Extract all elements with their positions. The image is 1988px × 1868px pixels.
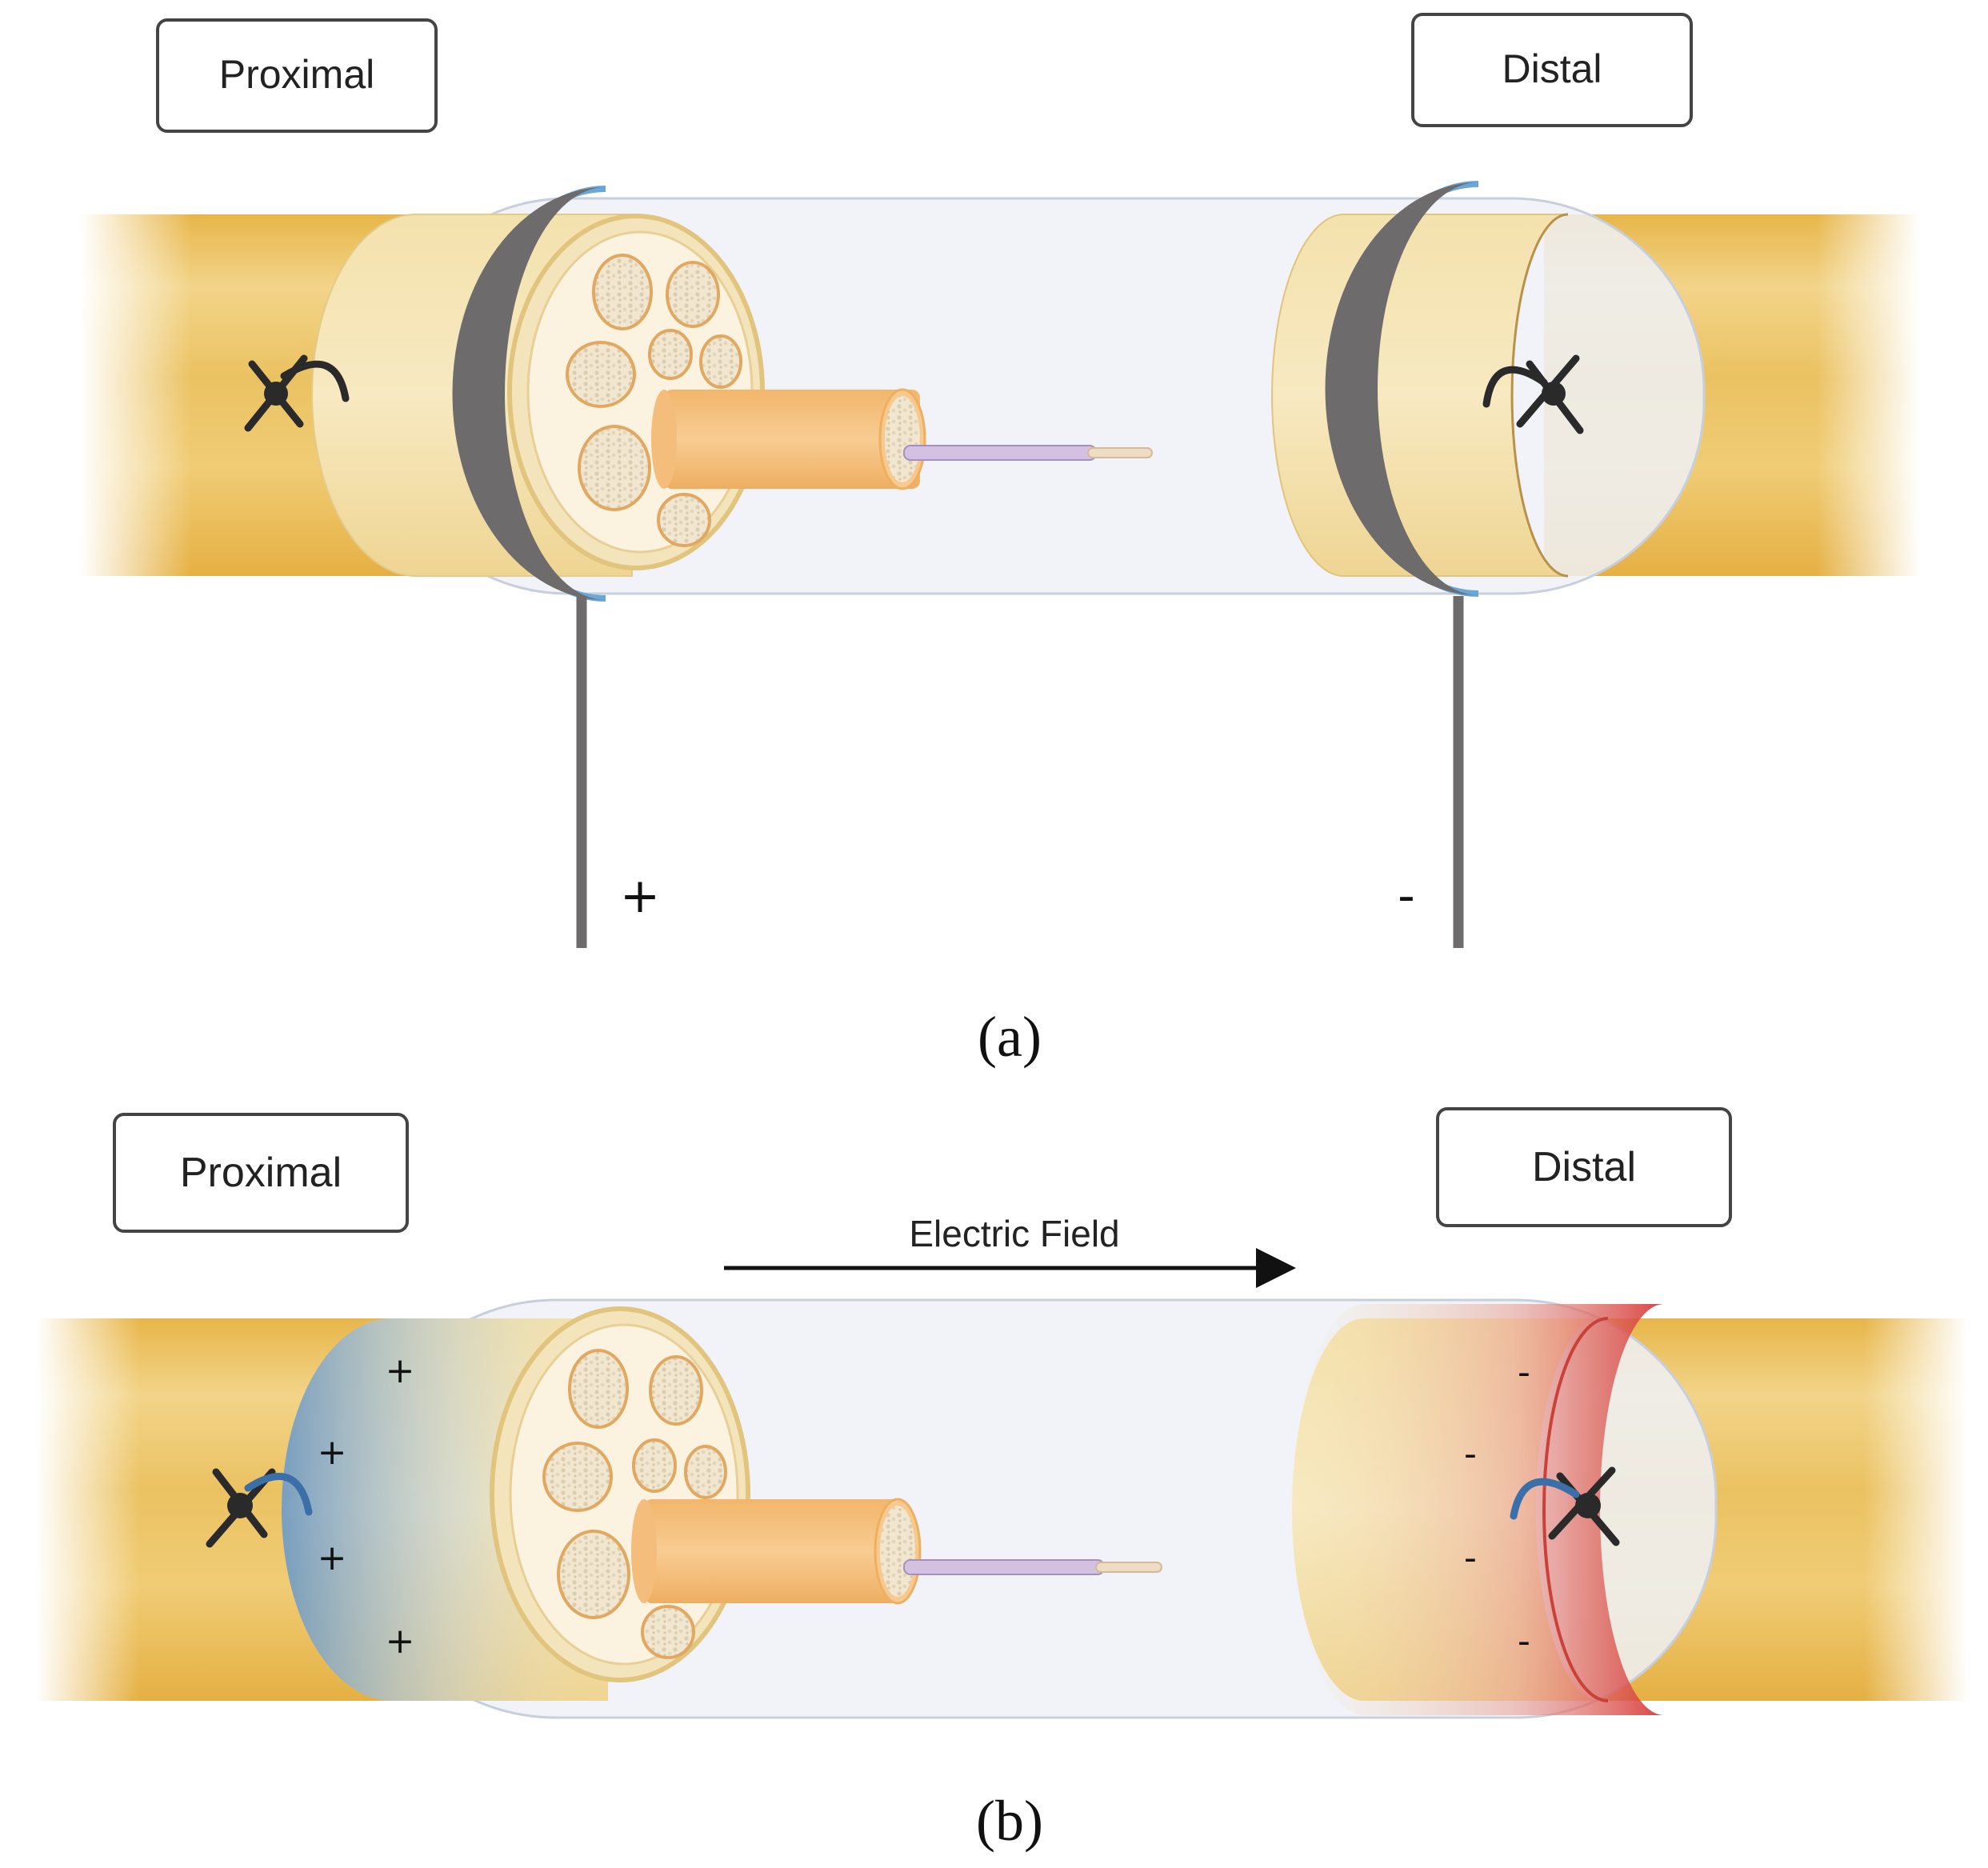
suture-icon-distal-a — [1482, 354, 1584, 434]
panel-a-caption: (a) — [978, 1005, 1042, 1069]
proximal-label-box-b: Proximal — [113, 1113, 409, 1233]
distal-stump-b — [1292, 1304, 1664, 1715]
cathode-sign-a: - — [1398, 868, 1415, 924]
panel-b: Proximal Distal Electric Field — [36, 1107, 1968, 1853]
axon-cylinder-b — [631, 1498, 922, 1605]
distal-label-a: Distal — [1502, 46, 1602, 91]
proximal-label-a: Proximal — [219, 52, 374, 97]
negative-charges: - - - - — [1464, 1352, 1530, 1662]
electrode-ring-distal-a — [1325, 181, 1479, 597]
minus-sign-4: - — [1518, 1621, 1530, 1662]
electrode-ring-proximal-a — [452, 186, 606, 602]
electric-field-label: Electric Field — [909, 1213, 1119, 1254]
panel-a: Proximal Distal — [80, 13, 1920, 1069]
plus-sign-1: + — [386, 1350, 415, 1391]
proximal-label-b: Proximal — [180, 1150, 342, 1196]
distal-label-b: Distal — [1532, 1144, 1636, 1190]
minus-sign-1: - — [1518, 1352, 1530, 1393]
axon-cylinder-a — [651, 388, 926, 490]
suture-icon-distal-b — [1510, 1466, 1620, 1546]
suture-icon-proximal-b — [206, 1468, 313, 1548]
panel-b-caption: (b) — [976, 1789, 1043, 1853]
plus-sign-4: + — [386, 1621, 415, 1662]
fascicles-a — [566, 254, 742, 547]
minus-sign-2: - — [1464, 1434, 1477, 1474]
proximal-label-box-a: Proximal — [156, 18, 438, 133]
proximal-cross-section-b — [490, 1306, 750, 1682]
axon-growth-tip-a — [903, 445, 1153, 461]
positive-charges: + + + + — [318, 1350, 415, 1662]
minus-sign-3: - — [1464, 1538, 1477, 1578]
distal-label-box-a: Distal — [1411, 13, 1693, 127]
plus-sign-2: + — [318, 1432, 347, 1473]
plus-sign-3: + — [318, 1538, 347, 1578]
axon-growth-tip-b — [903, 1559, 1162, 1575]
fascicles-b — [542, 1349, 727, 1659]
distal-label-box-b: Distal — [1436, 1107, 1732, 1227]
anode-sign-a: + — [620, 868, 660, 924]
suture-icon-proximal-a — [244, 354, 350, 432]
